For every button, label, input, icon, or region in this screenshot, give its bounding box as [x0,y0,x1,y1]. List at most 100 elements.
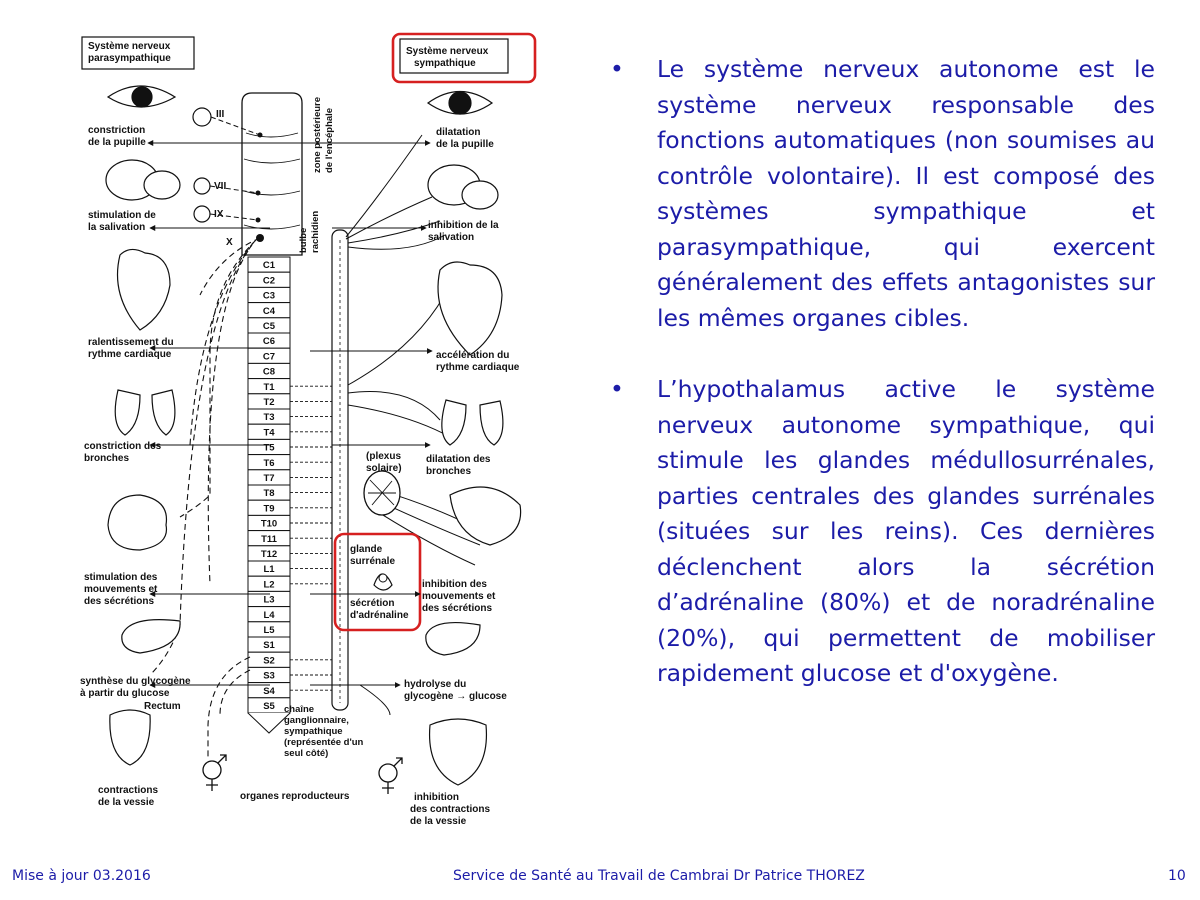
nerve-X: X [226,237,233,248]
right-effect-intestine-3: des sécrétions [422,603,492,614]
bullet-icon: • [610,375,624,403]
parasympathetic-title-line1: Système nerveux [88,41,171,52]
right-effect-liver-1: hydrolyse du [404,679,466,690]
spinal-segment-label: T4 [263,427,275,438]
sympathetic-title-highlight [391,32,537,84]
brain-label-zone: zone postérieure [312,97,323,173]
brain-label-bulbe: bulbe [298,228,309,253]
spinal-segment-label: C4 [263,306,276,317]
left-effect-intestine-1: stimulation des [84,572,158,583]
right-effect-intestine-2: mouvements et [422,591,496,602]
spinal-segment-label: S4 [263,686,275,697]
parasympathetic-title-box: Système nerveux parasympathique [81,36,195,70]
spinal-segment-label: S3 [263,671,275,682]
spinal-segment-label: L5 [263,625,275,636]
plexus-label-2: solaire) [366,463,402,474]
left-effect-intestine-2: mouvements et [84,584,158,595]
nerve-IX: IX [214,209,224,220]
spinal-segment-label: T8 [263,488,274,499]
spinal-segment-label: L1 [263,564,275,575]
solar-plexus: (plexus solaire) [363,451,402,516]
bullet-item-hypothalamus: • L’hypothalamus active le système nerve… [610,372,1155,692]
chain-label-5: seul côté) [284,748,328,759]
spinal-segment-label: C3 [263,291,275,302]
bullet-list: • Le système nerveux autonome est le sys… [610,52,1155,728]
left-effect-bronchi-1: constriction des [84,441,162,452]
sympathetic-chain [331,229,349,711]
plexus-label-1: (plexus [366,451,401,462]
right-effect-bronchi-1: dilatation des [426,454,491,465]
left-effect-heart-2: rythme cardiaque [88,349,172,360]
right-effect-bladder-1: inhibition [414,792,459,803]
reproductive-label: organes reproducteurs [240,791,350,802]
footer-update-date: Mise à jour 03.2016 [12,868,151,884]
spinal-segment-label: L4 [263,610,275,621]
spinal-segment-label: T10 [261,519,277,530]
spinal-segment-label: C8 [263,367,275,378]
right-effect-saliva-2: salivation [428,232,474,243]
spinal-segment-label: T2 [263,397,274,408]
spinal-segment-label: T7 [263,473,274,484]
parasympathetic-title-line2: parasympathique [88,53,171,64]
left-effect-liver-2: à partir du glucose [80,688,170,699]
spinal-segment-label: T5 [263,443,275,454]
spinal-segment-label: L3 [263,595,274,606]
chain-label-3: sympathique [284,726,343,737]
left-effect-bladder-2: de la vessie [98,797,155,808]
sympathetic-title-line1: Système nerveux [406,46,489,57]
spinal-segment-label: L2 [263,579,274,590]
bullet-text-autonomic: Le système nerveux autonome est le systè… [657,55,1155,332]
adrenal-gland: glande surrénale sécrétion d'adrénaline [350,544,409,621]
brain-label-encephale: de l'encéphale [324,108,335,173]
right-effect-heart-2: rythme cardiaque [436,362,520,373]
sympathetic-fibres [345,134,481,716]
spinal-segment-label: T11 [261,534,278,545]
left-effect-pupil-1: constriction [88,125,145,136]
nerve-III: III [216,109,225,120]
left-effect-bladder-1: contractions [98,785,158,796]
left-effect-intestine-3: des sécrétions [84,596,154,607]
effect-arrows [147,140,433,688]
parasympathetic-fibres [149,237,261,760]
spinal-segment-label: S1 [263,640,275,651]
spinal-cord-tip [247,712,291,734]
spinal-segments: C1C2C3C4C5C6C7C8T1T2T3T4T5T6T7T8T9T10T11… [247,256,332,734]
adrenal-label-2: surrénale [350,556,395,567]
organ-sketches [105,85,522,786]
spinal-segment-label: C2 [263,275,275,286]
spinal-segment-label: S2 [263,655,275,666]
spinal-segment-label: C5 [263,321,276,332]
right-effect-bladder-3: de la vessie [410,816,467,827]
left-effect-bronchi-2: bronches [84,453,129,464]
right-effect-bronchi-2: bronches [426,466,471,477]
reproductive-symbols [202,754,403,794]
bullet-text-hypothalamus: L’hypothalamus active le système nerveux… [657,375,1155,687]
left-effect-liver-1: synthèse du glycogène [80,676,191,687]
spinal-segment-label: C7 [263,351,275,362]
left-effect-saliva-1: stimulation de [88,210,156,221]
cranial-nerves: III VII IX X [192,107,264,248]
brain-label-rachidien: rachidien [310,211,321,253]
adrenaline-label-1: sécrétion [350,598,394,609]
right-effect-bladder-2: des contractions [410,804,490,815]
adrenaline-label-2: d'adrénaline [350,610,409,621]
right-effect-heart-1: accélération du [436,350,509,361]
right-effect-intestine-1: inhibition des [422,579,487,590]
spinal-segment-label: T1 [263,382,275,393]
left-effect-heart-1: ralentissement du [88,337,174,348]
adrenal-label-1: glande [350,544,383,555]
adrenal-highlight [333,532,422,632]
left-effect-saliva-2: la salivation [88,222,145,233]
spinal-segment-label: T3 [263,412,274,423]
rectum-label: Rectum [144,701,181,712]
chain-label-1: chaîne [284,704,314,715]
chain-label-4: (représentée d'un [284,737,364,748]
bullet-item-autonomic: • Le système nerveux autonome est le sys… [610,52,1155,336]
footer-service: Service de Santé au Travail de Cambrai D… [453,868,865,884]
right-effect-pupil-1: dilatation [436,127,480,138]
right-effect-pupil-2: de la pupille [436,139,494,150]
bullet-icon: • [610,55,624,83]
sympathetic-title-line2: sympathique [414,58,476,69]
spinal-segment-label: T6 [263,458,274,469]
nervous-system-diagram: Système nerveux parasympathique Système … [80,32,537,827]
